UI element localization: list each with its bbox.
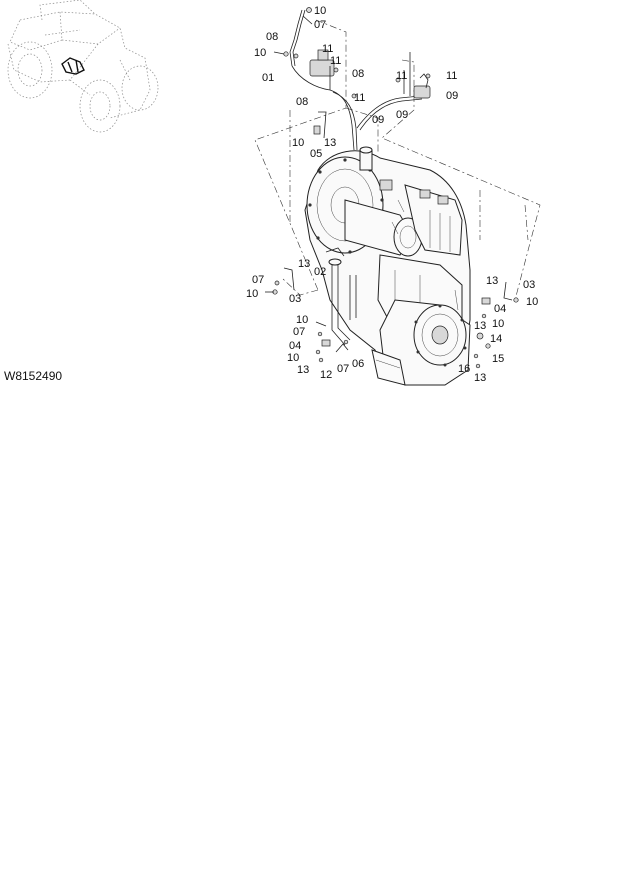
callout-label: 10 (292, 137, 304, 149)
callout-label: 11 (322, 43, 333, 55)
callout-label: 13 (298, 258, 310, 270)
callout-label: 10 (492, 318, 504, 330)
callout-labels: 10 07 08 10 11 11 01 08 11 11 09 08 11 0… (246, 5, 538, 384)
callout-label: 10 (526, 296, 538, 308)
callout-label: 03 (523, 279, 535, 291)
hardware-parts (265, 7, 519, 369)
callout-label: 10 (287, 352, 299, 364)
callout-label: 10 (314, 5, 326, 17)
callout-label: 10 (246, 288, 258, 300)
callout-label: 14 (490, 333, 502, 345)
callout-label: 02 (314, 266, 326, 278)
callout-label: 10 (296, 314, 308, 326)
callout-label: 08 (352, 68, 364, 80)
callout-label: 09 (446, 90, 458, 102)
callout-label: 11 (396, 70, 407, 82)
callout-label: 16 (458, 363, 470, 375)
figure-reference-code: W8152490 (4, 369, 62, 383)
callout-label: 11 (330, 55, 341, 67)
callout-label: 07 (293, 326, 305, 338)
callout-label: 07 (252, 274, 264, 286)
callout-label: 13 (324, 137, 336, 149)
callout-label: 13 (474, 320, 486, 332)
callout-label: 09 (372, 114, 384, 126)
callout-label: 01 (262, 72, 274, 84)
callout-label: 11 (446, 70, 457, 82)
assembly-boundary-lines (254, 19, 541, 301)
callout-label: 08 (266, 31, 278, 43)
callout-label: 03 (289, 293, 301, 305)
callout-label: 05 (310, 148, 322, 160)
callout-label: 04 (494, 303, 506, 315)
callout-label: 13 (297, 364, 309, 376)
callout-label: 10 (254, 47, 266, 59)
tractor-locator-thumbnail (7, 0, 159, 133)
callout-label: 07 (337, 363, 349, 375)
callout-label: 13 (474, 372, 486, 384)
callout-label: 11 (354, 92, 365, 104)
locator-highlight (61, 57, 85, 75)
transmission-housing (304, 146, 471, 386)
wiring-harness (289, 9, 431, 151)
callout-label: 13 (486, 275, 498, 287)
callout-label: 15 (492, 353, 504, 365)
callout-label: 06 (352, 358, 364, 370)
callout-label: 09 (396, 109, 408, 121)
callout-label: 04 (289, 340, 301, 352)
callout-label: 08 (296, 96, 308, 108)
callout-label: 12 (320, 369, 332, 381)
callout-label: 07 (314, 19, 326, 31)
